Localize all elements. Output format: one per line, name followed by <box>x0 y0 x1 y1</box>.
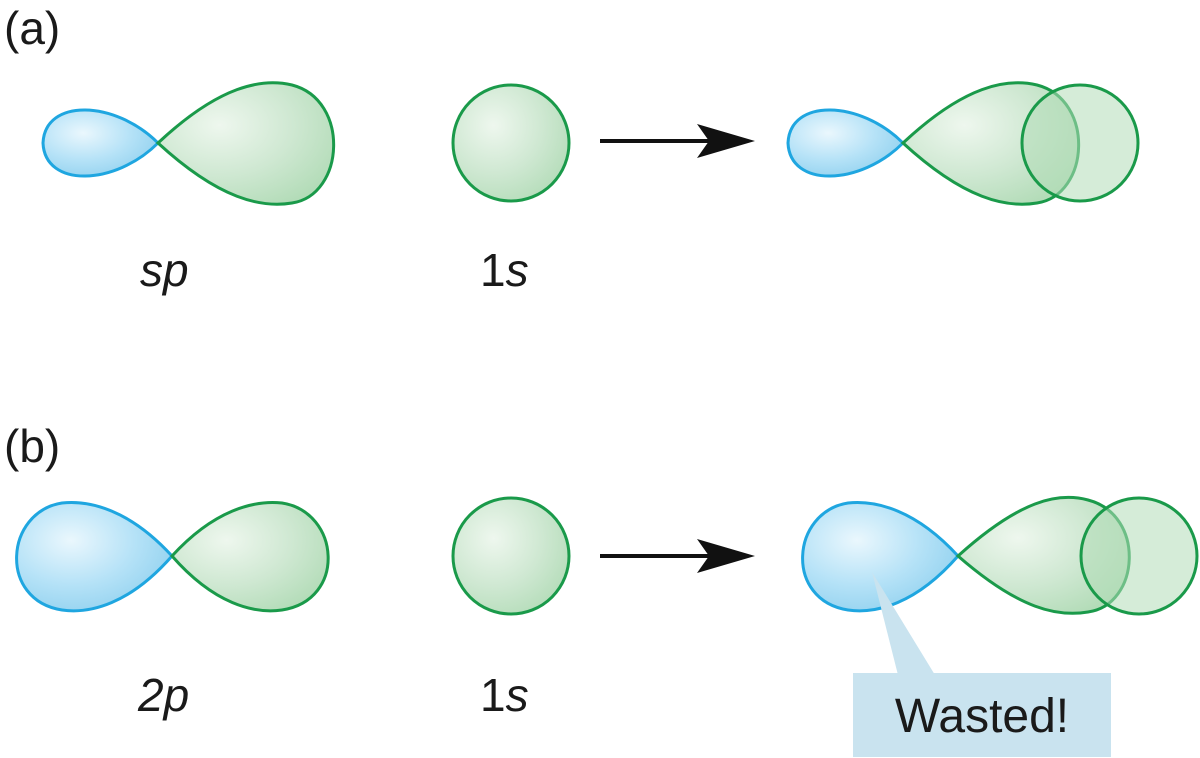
1s-label-b: 1s <box>480 669 529 721</box>
panel-b-label: (b) <box>4 420 60 472</box>
overlap-b-blue-lobe <box>801 501 961 613</box>
overlap-a-1s <box>1020 83 1140 203</box>
wasted-callout: Wasted! <box>853 572 1111 757</box>
callout-box <box>853 673 1111 757</box>
sp-1s-overlap <box>786 81 1140 206</box>
sp-label: sp <box>140 244 189 296</box>
2p-label: 2p <box>137 669 189 721</box>
reaction-arrow-a <box>600 124 755 158</box>
1s-orbital-b <box>451 496 571 616</box>
sp-orbital <box>41 81 336 206</box>
callout-pointer <box>872 572 935 675</box>
2p-green-lobe <box>169 501 330 613</box>
2p-1s-overlap <box>801 495 1199 616</box>
2p-orbital <box>15 501 330 613</box>
overlap-b-1s <box>1079 496 1199 616</box>
sp-small-lobe <box>41 108 161 178</box>
1s-label-a: 1s <box>480 244 529 296</box>
panel-a-label: (a) <box>4 2 60 54</box>
2p-blue-lobe <box>15 501 175 613</box>
sp-large-lobe <box>155 81 336 206</box>
reaction-arrow-b <box>600 539 755 573</box>
1s-orbital-a <box>451 83 571 203</box>
overlap-a-small-lobe <box>786 108 906 178</box>
callout-text: Wasted! <box>895 690 1069 743</box>
